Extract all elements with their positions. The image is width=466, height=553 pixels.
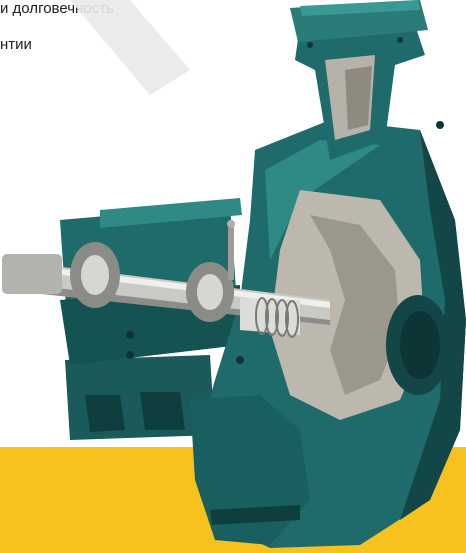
seal-coils	[255, 297, 299, 338]
lower-casing-ribs	[210, 505, 300, 525]
pump-base-foot-right	[140, 392, 185, 430]
watermark-stroke	[70, 0, 190, 95]
bearing-right-race	[197, 274, 223, 310]
shaft-end	[2, 254, 62, 294]
bolts	[126, 37, 444, 364]
discharge-inner-shade	[345, 66, 372, 130]
discharge-flange-top	[300, 0, 420, 16]
text-line-warranty-fragment: нтии	[0, 36, 32, 53]
volute-casing-highlight	[265, 140, 380, 260]
grease-rod	[228, 225, 234, 280]
casing-eye-inner	[400, 311, 440, 379]
bearing-housing-top-rib	[100, 198, 242, 228]
pump-base-foot-left	[85, 395, 125, 432]
grease-rod-cap	[227, 220, 235, 228]
impeller-vanes	[310, 215, 400, 395]
volute-casing-shadow	[400, 130, 466, 520]
bearing-left-race	[81, 255, 109, 295]
shaft-sleeve	[240, 298, 300, 335]
